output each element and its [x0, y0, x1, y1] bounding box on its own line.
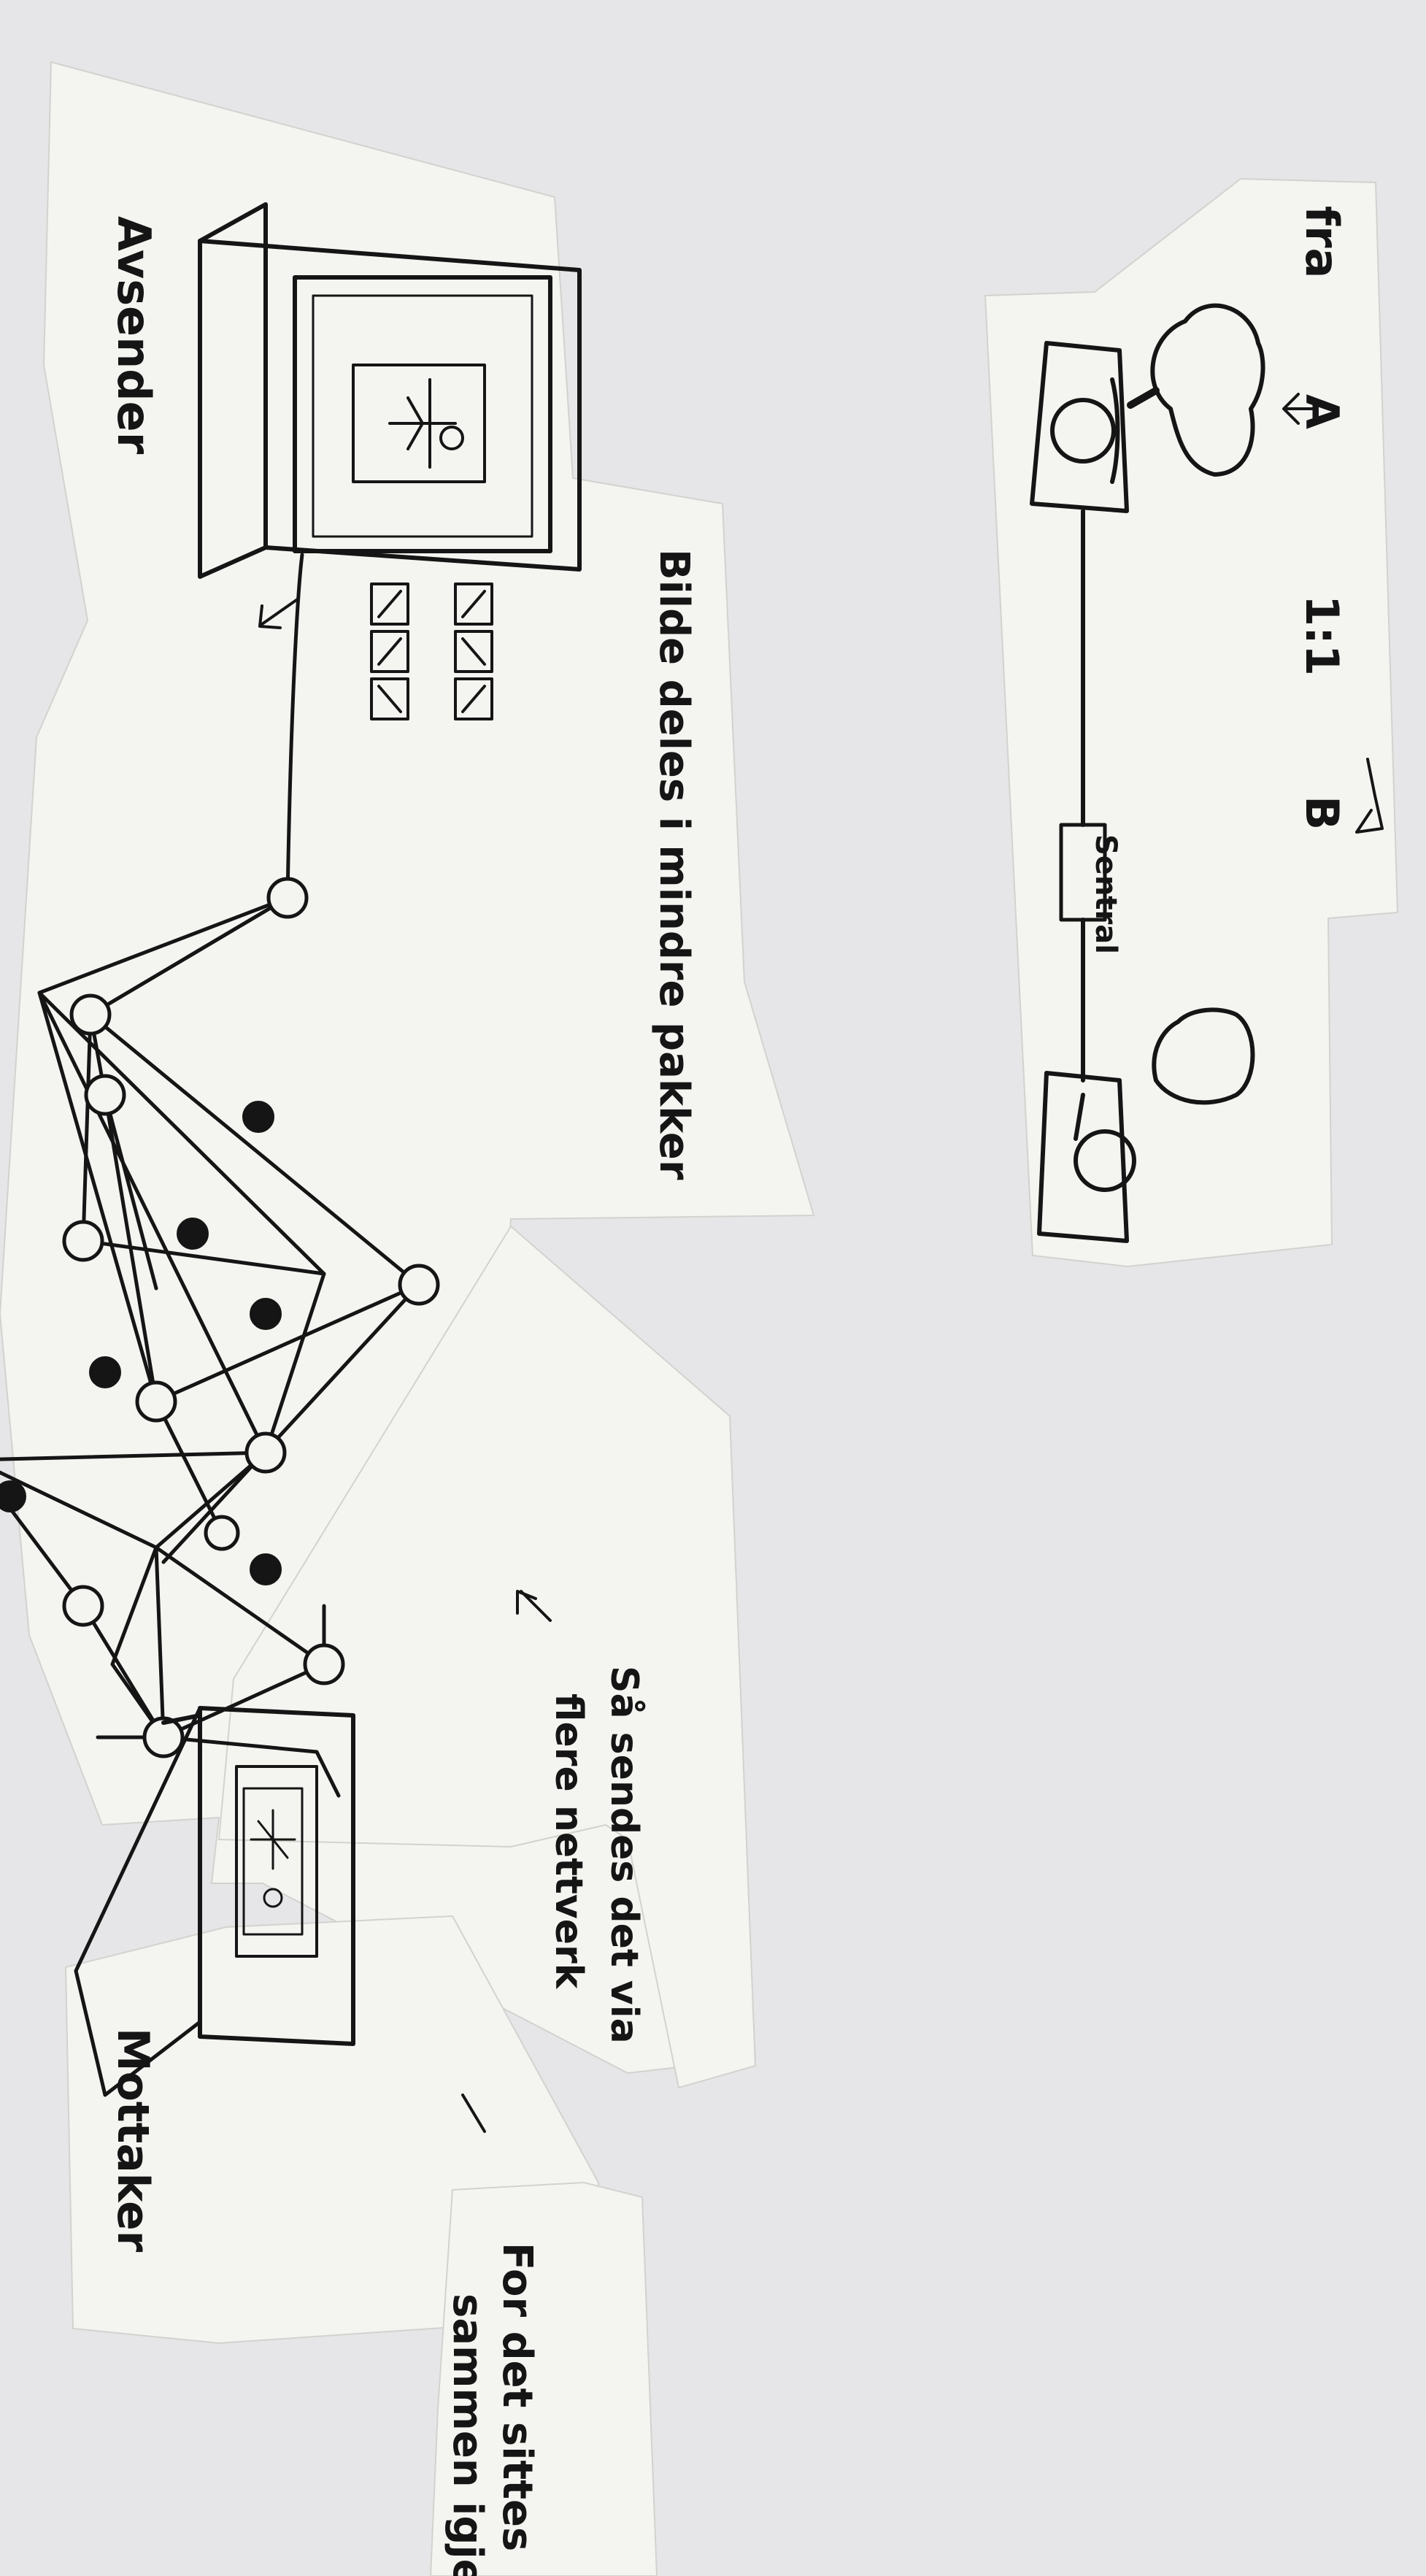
sender-laptop-icon — [198, 202, 582, 579]
telephone-a-icon — [1030, 303, 1265, 513]
packet-glyph: ▤ — [4, 1489, 16, 1504]
router-node — [142, 1716, 185, 1758]
exchange-label: Sentral — [1089, 834, 1122, 954]
packet-glyph: ▤ — [99, 1365, 111, 1380]
sender-label: Avsender — [107, 216, 161, 455]
router-node — [244, 1431, 287, 1474]
packet-thumb-1 — [370, 583, 409, 626]
telephone-section — [1030, 303, 1384, 1243]
reassembly-caption-line2: sammen igjen — [444, 2294, 491, 2576]
arrow-to-b-icon — [1355, 758, 1384, 834]
router-node — [62, 1585, 104, 1627]
packet-in-transit — [242, 1101, 274, 1133]
callee-label: B — [1295, 796, 1349, 830]
network-caption-line1: Så sendes det via — [602, 1666, 646, 2044]
packets-caption: Bilde deles i mindre pakker — [650, 549, 698, 1180]
router-node — [204, 1515, 240, 1551]
network-links — [0, 553, 421, 1798]
paper-sheets — [0, 61, 1399, 2576]
packet-thumb-2 — [370, 630, 409, 673]
ratio-label: 1:1 — [1295, 595, 1349, 676]
telephone-b-icon — [1037, 1007, 1255, 1243]
packet-thumbnails — [370, 583, 493, 720]
caller-label: A — [1295, 394, 1349, 429]
packet-thumb-6 — [454, 677, 493, 720]
packet-glyph: ▤ — [259, 1307, 271, 1322]
network-packets — [0, 1101, 282, 1585]
exchange-box-icon — [1059, 823, 1107, 922]
packet-glyphs: ▤ ▤ ▤ ▤ ▤ ▤ — [4, 1110, 271, 1577]
router-node — [62, 1220, 104, 1262]
router-node — [84, 1074, 126, 1116]
packet-in-transit — [0, 1480, 26, 1512]
sheet-telephone — [984, 177, 1399, 1268]
packet-thumb-4 — [454, 583, 493, 626]
sheet-reassembly — [429, 2181, 658, 2576]
packet-thumb-5 — [454, 630, 493, 673]
reassembly-arrow-icon — [461, 2094, 486, 2133]
packet-in-transit — [177, 1218, 209, 1250]
network-caption-line2: flere nettverk — [547, 1693, 590, 1990]
router-node — [303, 1643, 345, 1685]
router-node — [135, 1380, 177, 1423]
packet-in-transit — [89, 1356, 121, 1388]
packets-arrow-icon — [258, 597, 300, 629]
packet-glyph: ▤ — [259, 1562, 271, 1577]
packet-thumb-3 — [370, 677, 409, 720]
receiver-laptop-icon — [74, 1706, 355, 2097]
receiver-label: Mottaker — [107, 2028, 158, 2253]
network-routers — [62, 877, 440, 1758]
packet-in-transit — [250, 1298, 282, 1330]
reassembly-caption-line1: For det sittes — [493, 2242, 541, 2551]
router-node — [266, 877, 309, 919]
call-direction-icon — [1282, 393, 1318, 425]
router-node — [398, 1264, 440, 1306]
packet-glyph: ▤ — [186, 1226, 199, 1242]
router-node — [69, 993, 112, 1036]
sheet-network — [217, 1225, 757, 2089]
network-arrow-icon — [516, 1590, 552, 1622]
from-label: fra — [1295, 206, 1349, 278]
packet-in-transit — [250, 1553, 282, 1585]
packet-glyph: ▤ — [252, 1110, 264, 1125]
